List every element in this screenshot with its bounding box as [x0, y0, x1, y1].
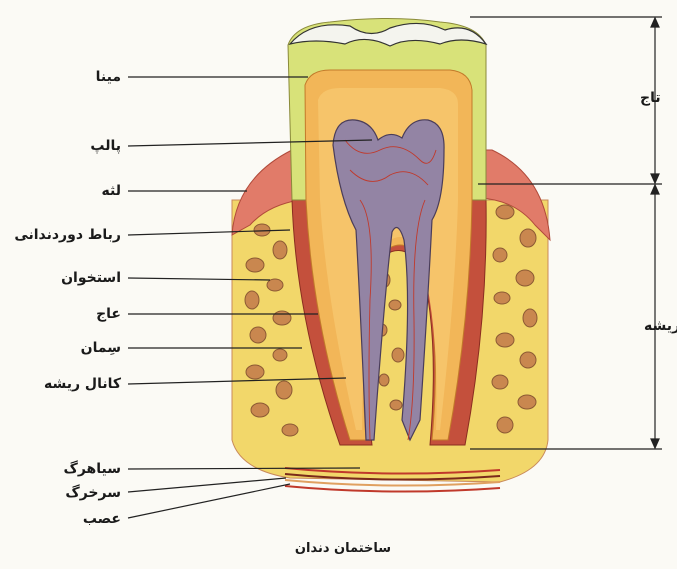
label-gum: لثه — [102, 183, 121, 199]
label-cementum: سِمان — [81, 340, 121, 356]
label-periodontal-ligament: رباط دوردندانی — [14, 227, 121, 243]
label-artery: سرخرگ — [65, 485, 121, 501]
label-enamel: مینا — [96, 69, 121, 85]
label-bone: استخوان — [61, 270, 121, 286]
label-pulp: پالپ — [90, 138, 121, 154]
label-vein: سیاهرگ — [64, 461, 122, 477]
label-nerve: عصب — [83, 511, 121, 527]
label-crown: تاج — [640, 90, 661, 106]
diagram-caption: ساختمان دندان — [278, 541, 408, 556]
label-dentin: عاج — [96, 306, 121, 322]
label-root: ریشه — [644, 318, 677, 334]
label-root-canal: کانال ریشه — [44, 376, 121, 392]
